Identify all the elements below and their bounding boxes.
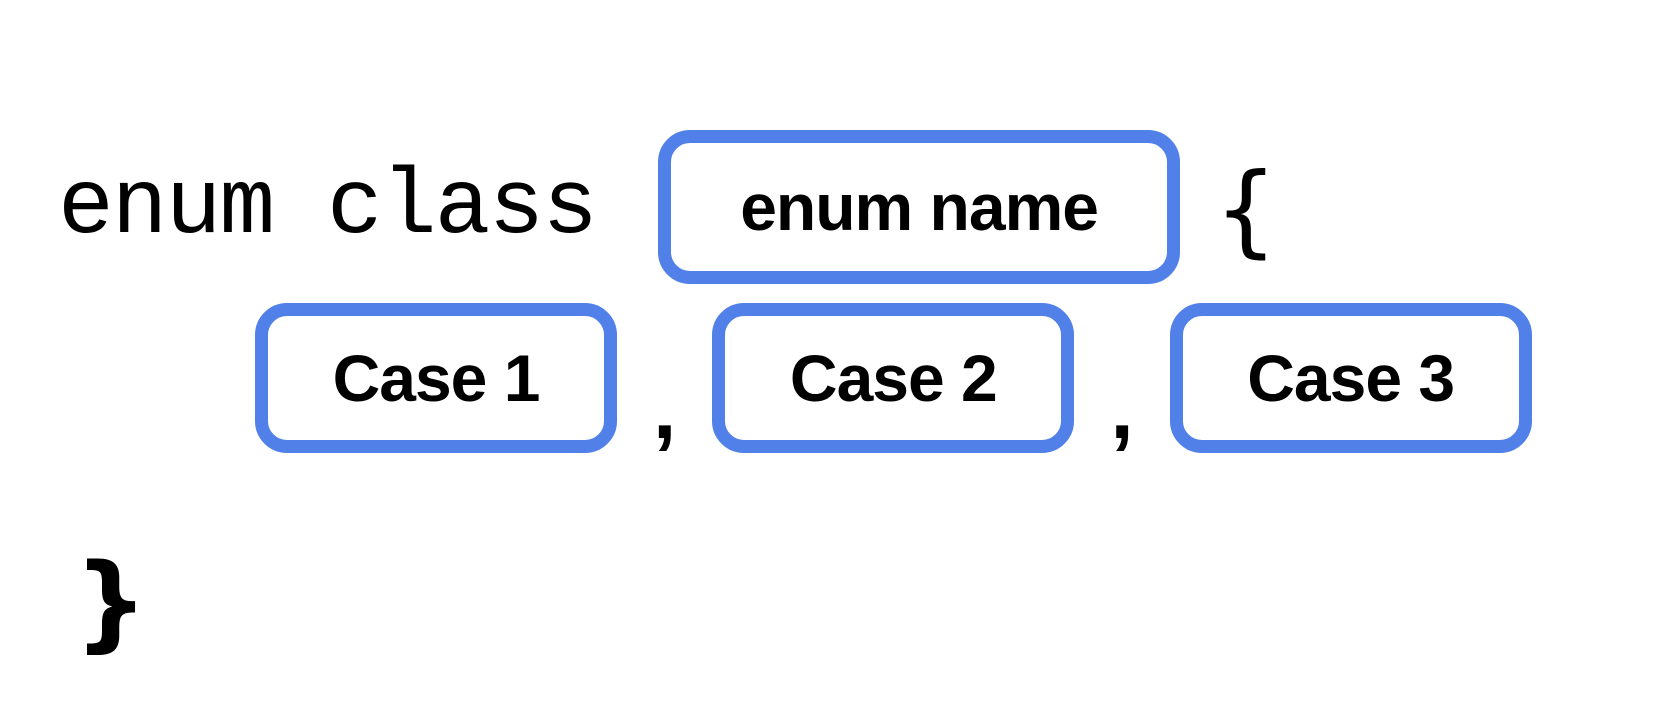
enum-name-box: enum name [658, 130, 1181, 284]
enum-class-keyword: enum class [58, 154, 598, 260]
case-2-label: Case 2 [789, 341, 998, 415]
close-brace: } [74, 541, 149, 663]
case-3-label: Case 3 [1247, 341, 1455, 415]
cases-row: Case 1 , Case 2 , Case 3 [255, 303, 1532, 453]
enum-name-label: enum name [740, 170, 1099, 244]
comma-separator: , [1110, 362, 1134, 456]
comma-separator: , [653, 362, 677, 456]
case-1-label: Case 1 [332, 341, 541, 415]
case-3-box: Case 3 [1169, 303, 1532, 453]
case-1-box: Case 1 [255, 303, 617, 453]
open-brace: { [1214, 151, 1278, 268]
declaration-row: enum class enum name { [58, 130, 1278, 284]
case-2-box: Case 2 [712, 303, 1075, 453]
